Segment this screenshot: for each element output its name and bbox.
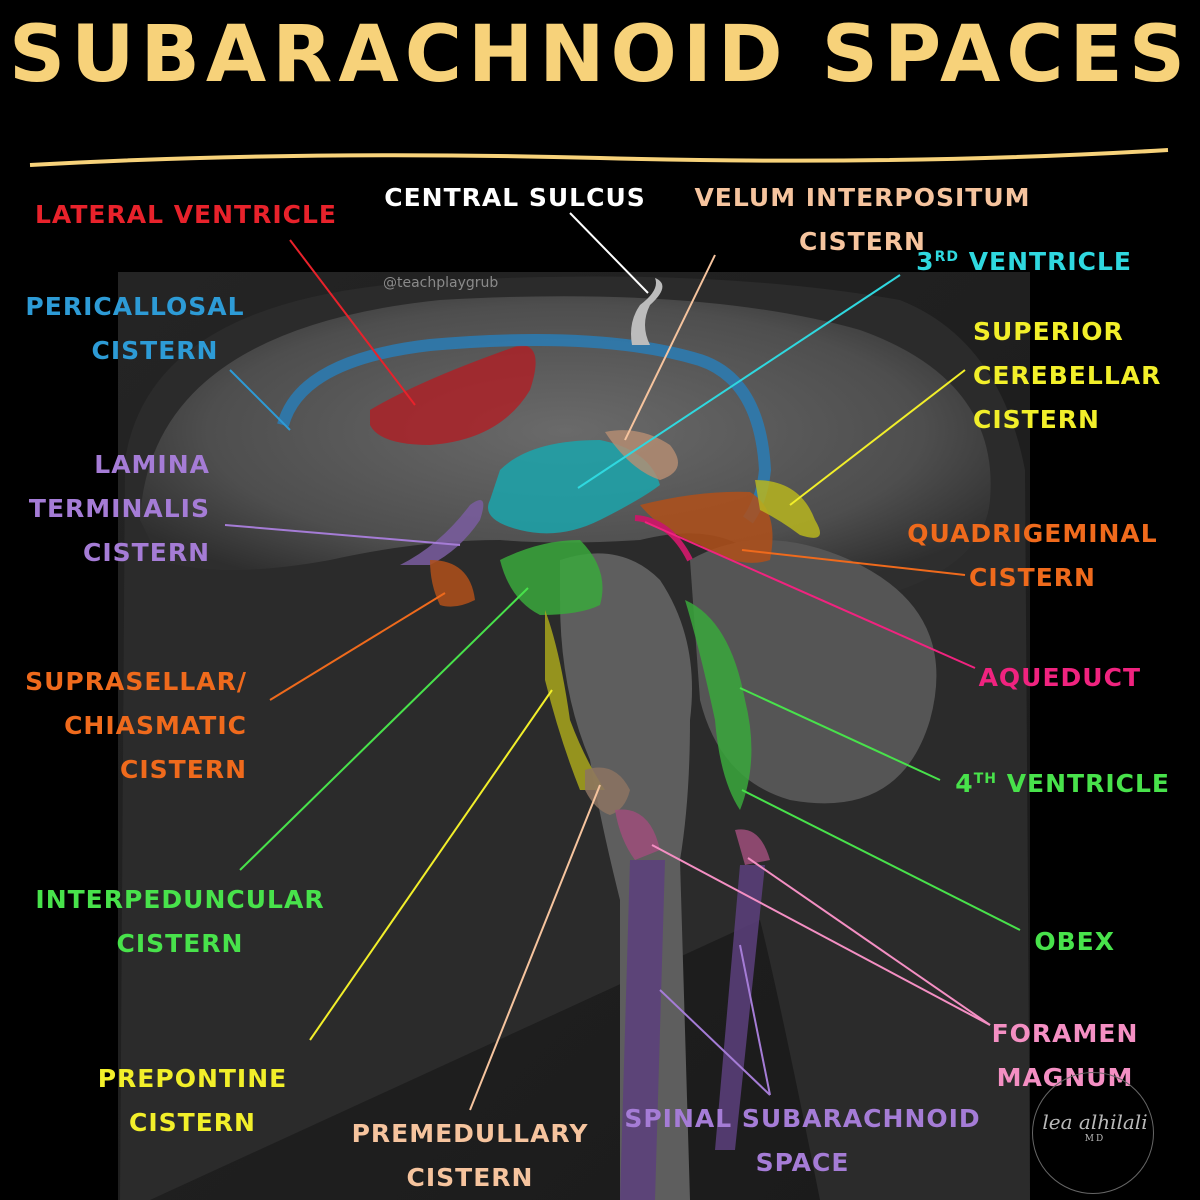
superior-cerebellar-region <box>755 480 820 538</box>
aqueduct-region <box>634 515 693 562</box>
label-spinal-subarachnoid-space: SPINAL SUBARACHNOID SPACE <box>624 1104 981 1177</box>
cerebellum <box>690 540 937 804</box>
leader-foramen-right <box>747 857 991 1026</box>
label-lateral-ventricle: LATERAL VENTRICLE <box>35 200 338 229</box>
fourth-ventricle-region <box>685 600 752 810</box>
foramen-region-right <box>735 829 770 865</box>
lateral-ventricle-region <box>370 345 536 445</box>
foramen-region-left <box>615 809 660 860</box>
spinal-region-left <box>620 860 665 1200</box>
leader-third-ventricle <box>577 274 901 489</box>
label-velum-interpositum-cistern: VELUM INTERPOSITUM CISTERN <box>694 183 1031 256</box>
label-prepontine-cistern: PREPONTINE CISTERN <box>97 1064 288 1137</box>
leader-superior-cerebellar <box>789 369 966 506</box>
label-fourth-ventricle: 4TH VENTRICLE <box>955 769 1170 798</box>
leader-interpeduncular <box>239 587 529 871</box>
premedullary-region <box>585 767 630 815</box>
leader-pericallosal <box>229 369 291 431</box>
spinal-region-right <box>715 865 765 1150</box>
label-quadrigeminal-cistern: QUADRIGEMINAL CISTERN <box>907 519 1158 592</box>
label-suprasellar-chiasmatic-cistern: SUPRASELLAR/ CHIASMATIC CISTERN <box>25 667 247 784</box>
label-premedullary-cistern: PREMEDULLARY CISTERN <box>351 1119 589 1192</box>
lamina-region <box>400 500 484 565</box>
label-lamina-terminalis-cistern: LAMINA TERMINALIS CISTERN <box>28 450 210 567</box>
interpeduncular-region <box>500 540 603 615</box>
watermark: @teachplaygrub <box>383 275 499 291</box>
leader-aqueduct <box>644 521 976 669</box>
leader-central-sulcus <box>569 212 649 294</box>
velum-region <box>605 430 678 480</box>
leader-obex <box>741 789 1021 931</box>
label-central-sulcus: CENTRAL SULCUS <box>384 183 646 212</box>
leader-spinal-left <box>659 989 771 1096</box>
prepontine-region <box>545 610 605 790</box>
quadrigeminal-region <box>640 491 773 563</box>
leader-suprasellar <box>269 592 446 701</box>
leader-fourth-ventricle <box>739 687 941 781</box>
leader-foramen-left <box>651 844 991 1026</box>
label-obex: OBEX <box>1034 927 1115 956</box>
signature: lea alhilali MD <box>1042 1110 1148 1144</box>
leader-lateral-ventricle <box>289 239 416 406</box>
label-aqueduct: AQUEDUCT <box>978 663 1141 692</box>
leader-lamina <box>224 524 461 546</box>
leader-premedullary <box>469 784 601 1111</box>
label-interpeduncular-cistern: INTERPEDUNCULAR CISTERN <box>35 885 325 958</box>
pericallosal-region <box>277 334 772 524</box>
signature-ring <box>1032 1072 1154 1194</box>
label-third-ventricle: 3RD VENTRICLE <box>916 247 1132 276</box>
title-underline <box>29 148 1169 167</box>
central-sulcus-region <box>631 278 663 345</box>
label-superior-cerebellar-cistern: SUPERIOR CEREBELLAR CISTERN <box>973 317 1162 434</box>
leader-prepontine <box>309 689 553 1041</box>
label-pericallosal-cistern: PERICALLOSAL CISTERN <box>25 292 245 365</box>
leader-quadrigeminal <box>741 549 966 576</box>
leader-spinal-right <box>739 944 771 1096</box>
leader-velum <box>624 254 716 441</box>
page-title: SUBARACHNOID SPACES <box>8 10 1192 100</box>
